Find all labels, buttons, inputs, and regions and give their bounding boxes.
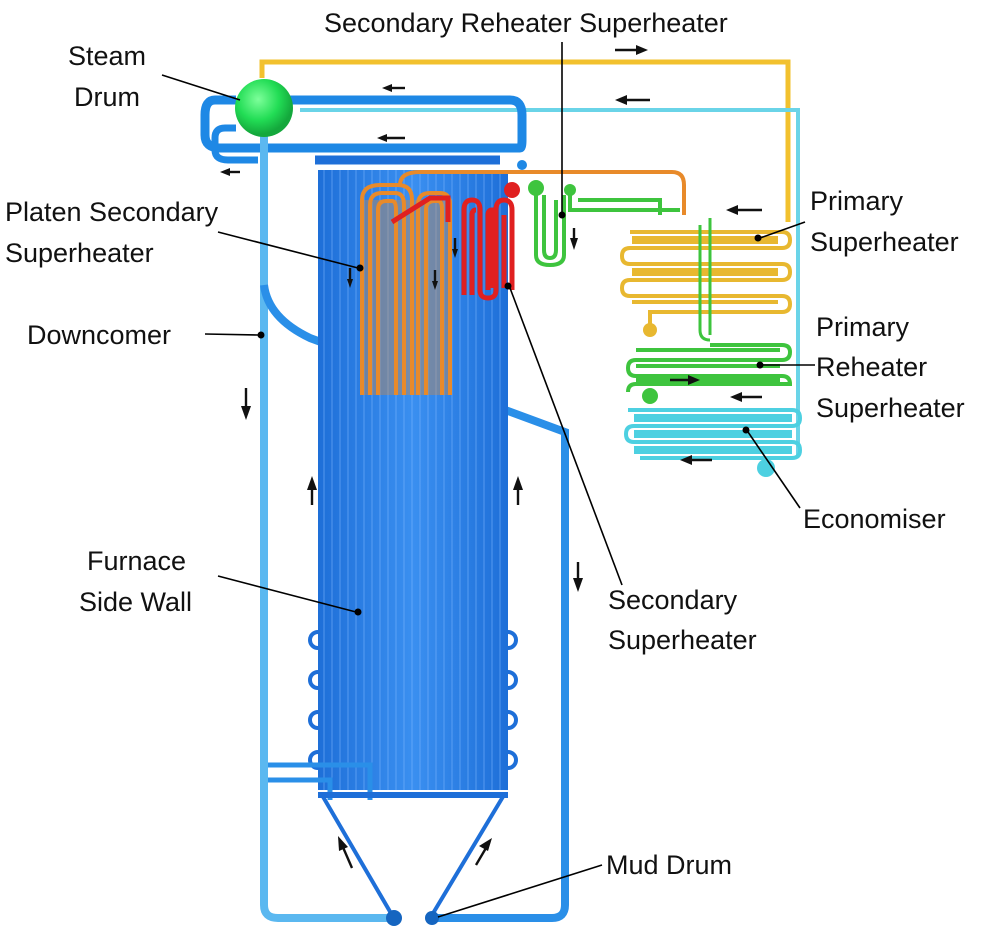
furnace-tubes xyxy=(323,170,501,790)
bottom-header-pipe xyxy=(268,762,373,800)
flow-arrows xyxy=(220,45,762,869)
steam-drum xyxy=(235,79,293,137)
reheater-riser-coil xyxy=(698,218,712,342)
label-secondary-superheater-1: Secondary xyxy=(608,585,738,615)
label-primary-superheater-2: Superheater xyxy=(810,227,959,257)
label-platen-2: Superheater xyxy=(5,238,154,268)
label-primary-reheater-2: Reheater xyxy=(816,352,927,382)
primary-superheater-node xyxy=(643,323,657,337)
label-primary-superheater-1: Primary xyxy=(810,186,903,216)
hopper-right xyxy=(430,793,506,917)
label-furnace-1: Furnace xyxy=(87,546,186,576)
secondary-reheater xyxy=(534,190,680,268)
mud-drum-right xyxy=(425,911,439,925)
secondary-superheater-node xyxy=(504,182,520,198)
economiser xyxy=(623,408,803,460)
leader-lines xyxy=(161,42,815,918)
label-steam-drum-1: Steam xyxy=(68,41,146,71)
mud-drum-left xyxy=(386,910,402,926)
label-platen-1: Platen Secondary xyxy=(5,197,219,227)
steam-outlet-pipe xyxy=(259,59,791,222)
secondary-reheater-node-2 xyxy=(564,184,576,196)
label-primary-reheater-1: Primary xyxy=(816,312,909,342)
primary-superheater xyxy=(619,230,793,328)
header-node xyxy=(517,160,527,170)
secondary-reheater-node-1 xyxy=(528,180,544,196)
primary-reheater xyxy=(625,343,793,393)
drum-loop-inner-pipe xyxy=(211,124,258,164)
label-mud-drum: Mud Drum xyxy=(606,850,732,880)
secondary-superheater xyxy=(390,195,515,301)
downcomer-pipe xyxy=(260,120,392,922)
label-downcomer: Downcomer xyxy=(27,320,171,350)
platen-fill xyxy=(360,200,452,395)
hopper-left xyxy=(320,793,394,917)
primary-reheater-node xyxy=(642,388,658,404)
economiser-return-pipe xyxy=(300,108,800,455)
label-secondary-reheater-superheater: Secondary Reheater Superheater xyxy=(324,8,728,38)
label-steam-drum-2: Drum xyxy=(74,82,140,112)
platen-superheater xyxy=(360,170,686,395)
label-secondary-superheater-2: Superheater xyxy=(608,625,757,655)
label-primary-reheater-3: Superheater xyxy=(816,393,965,423)
wall-nozzles xyxy=(308,630,518,770)
label-economiser: Economiser xyxy=(803,504,946,534)
label-furnace-2: Side Wall xyxy=(79,587,192,617)
